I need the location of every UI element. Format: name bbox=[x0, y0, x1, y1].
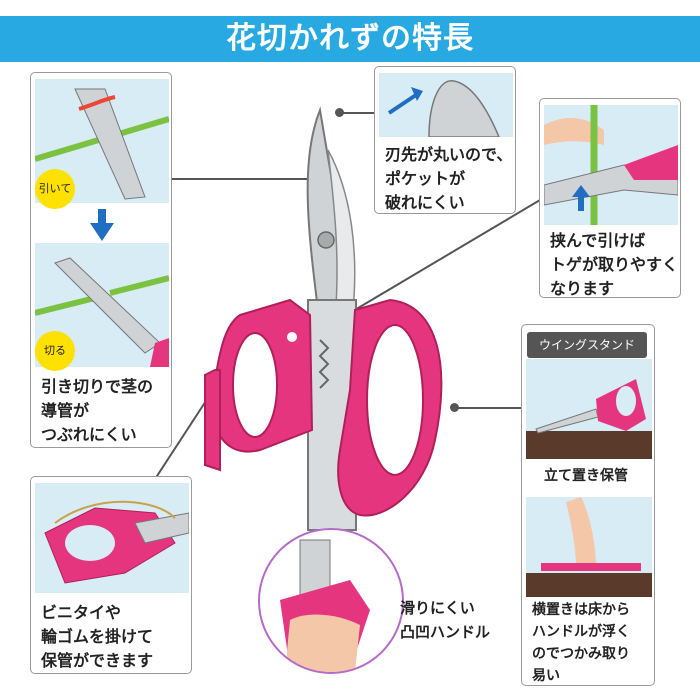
illustration-thorn bbox=[544, 105, 678, 225]
feature-panel-tie: ビニタイや 輪ゴムを掛けて 保管ができます bbox=[30, 476, 192, 674]
illustration-tie bbox=[35, 483, 189, 593]
connector-line bbox=[455, 407, 525, 409]
connector-line bbox=[340, 112, 374, 114]
wing-stand-label: ウイングスタンド bbox=[527, 332, 647, 358]
feature-panel-pull-cut: 引いて 切る 引き切りで茎の 導管が つぶれにくい bbox=[30, 72, 172, 448]
feature-panel-wing-stand: 立て置き保管 横置きは床から ハンドルが浮く のでつかみ取り 易い bbox=[521, 324, 655, 686]
feature-caption: 挟んで引けば トゲが取りやすく なります bbox=[550, 231, 679, 298]
connector-line bbox=[172, 178, 312, 180]
illustration-stand-flat bbox=[526, 497, 652, 597]
feature-panel-round-tip: 刃先が丸いので、 ポケットが 破れにくい bbox=[374, 66, 516, 214]
feature-caption: 刃先が丸いので、 ポケットが 破れにくい bbox=[385, 145, 513, 212]
step-tag-cut: 切る bbox=[35, 331, 75, 371]
header-banner: 花切かれずの特長 bbox=[0, 16, 700, 62]
scissors-illustration bbox=[204, 106, 443, 531]
connector-dot bbox=[335, 108, 344, 117]
illustration-tip bbox=[379, 73, 513, 137]
feature-caption: 立て置き保管 bbox=[544, 468, 628, 484]
feature-panel-thorn: 挟んで引けば トゲが取りやすく なります bbox=[539, 98, 681, 298]
connector-dot bbox=[450, 403, 459, 412]
illustration-stand-upright bbox=[526, 359, 652, 459]
feature-grip-circle bbox=[258, 528, 404, 674]
feature-caption: 滑りにくい 凸凹ハンドル bbox=[400, 599, 491, 641]
step-tag-pull: 引いて bbox=[35, 169, 75, 209]
feature-caption: ビニタイや 輪ゴムを掛けて 保管ができます bbox=[41, 603, 154, 670]
feature-caption: 横置きは床から ハンドルが浮く のでつかみ取り 易い bbox=[532, 602, 630, 684]
page-title: 花切かれずの特長 bbox=[226, 21, 474, 56]
feature-caption: 引き切りで茎の 導管が つぶれにくい bbox=[41, 377, 154, 444]
down-arrow-icon bbox=[90, 209, 114, 241]
